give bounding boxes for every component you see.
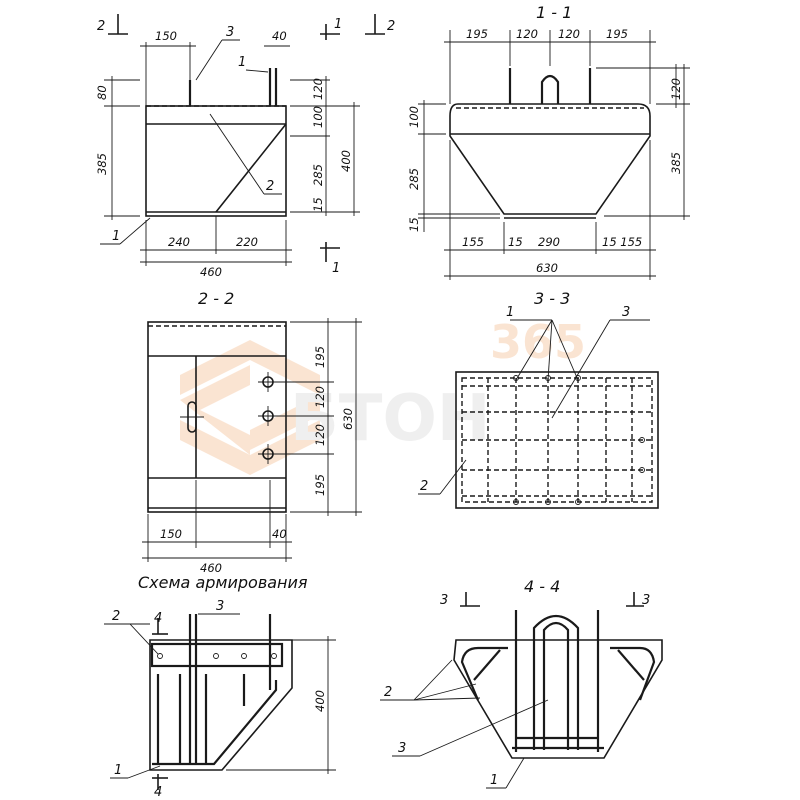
section-2-2-outline (147, 321, 287, 513)
section-4-4-outline (453, 639, 663, 759)
section-mark: 2 (387, 19, 395, 34)
section-title: 3 - 3 (534, 289, 570, 308)
callout-2: 2 (266, 179, 274, 194)
section-3-3-outline (455, 371, 659, 509)
callout-3: 3 (622, 305, 630, 320)
dim-label: 220 (236, 235, 258, 249)
dim-label: 195 (466, 27, 488, 41)
callout-3: 3 (226, 25, 234, 40)
section-title: 4 - 4 (524, 577, 560, 596)
dim-label: 100 (311, 106, 325, 128)
section-1-1-outline (449, 103, 651, 215)
dim-label: 385 (95, 153, 109, 175)
dim-label: 285 (311, 164, 325, 186)
section-mark: 1 (332, 261, 340, 276)
dim-label: 285 (407, 168, 421, 190)
section-mark: 3 (642, 593, 650, 608)
dim-label: 400 (313, 690, 327, 712)
dim-label: 460 (200, 561, 222, 575)
lifting-loop (532, 614, 580, 750)
dim-label: 120 (313, 386, 327, 408)
dim-label: 120 (313, 424, 327, 446)
section-mark: 2 (97, 19, 105, 34)
dim-label: 40 (272, 29, 287, 43)
callout-1: 1 (490, 773, 498, 788)
section-mark: 3 (440, 593, 448, 608)
bottom-bar (152, 680, 278, 766)
dim-label: 150 (160, 527, 182, 541)
dim-label: 150 (155, 29, 177, 43)
watermark: 365 БТОН (180, 315, 586, 475)
dim-label: 100 (407, 106, 421, 128)
watermark-logo-icon (180, 340, 320, 475)
front-view: 150 40 120 100 285 15 400 80 385 240 220… (95, 14, 395, 279)
section-4-4: 4 - 4 3 3 2 3 1 (380, 577, 663, 789)
callout-2: 2 (420, 479, 428, 494)
dim-label: 290 (538, 235, 560, 249)
dim-label: 15 (508, 235, 523, 249)
watermark-number: 365 (490, 315, 586, 369)
section-title: 1 - 1 (536, 3, 572, 22)
dim-label: 155 (462, 235, 484, 249)
dim-label: 120 (311, 78, 325, 100)
mesh-grid (462, 378, 652, 502)
watermark-brand: БТОН (290, 382, 490, 456)
callout-3: 3 (216, 599, 224, 614)
dim-label: 40 (272, 527, 287, 541)
callout-1: 1 (238, 55, 246, 70)
dim-label: 120 (516, 27, 538, 41)
dim-label: 120 (669, 78, 683, 100)
dim-label: 630 (536, 261, 558, 275)
bar-2 (473, 649, 501, 681)
reinforcement-scheme-title: Схема армирования (138, 573, 308, 592)
callout-3: 3 (398, 741, 406, 756)
section-2-2: 2 - 2 195 120 120 195 630 150 (142, 289, 362, 575)
bar-2 (617, 649, 645, 681)
scheme-outline (149, 639, 293, 771)
dim-label: 120 (558, 27, 580, 41)
top-mesh (150, 642, 284, 668)
dim-label: 385 (669, 152, 683, 174)
dim-label: 630 (341, 408, 355, 430)
reinforcement-scheme: 400 2 4 3 1 4 (104, 599, 336, 800)
section-1-1: 1 - 1 195 120 120 195 120 385 100 285 (407, 3, 690, 280)
dim-label: 15 155 (602, 235, 642, 249)
bar-2 (610, 646, 656, 701)
callout-1: 1 (114, 763, 122, 778)
section-title: 2 - 2 (198, 289, 234, 308)
dim-label: 195 (313, 346, 327, 368)
dim-label: 15 (407, 217, 421, 232)
callout-1: 1 (112, 229, 120, 244)
section-mark: 4 (154, 785, 162, 800)
dim-label: 460 (200, 265, 222, 279)
dim-label: 195 (313, 474, 327, 496)
dim-label: 195 (606, 27, 628, 41)
callout-2: 2 (384, 685, 392, 700)
lifting-loop (542, 621, 570, 750)
callout-2: 2 (112, 609, 120, 624)
section-mark: 1 (334, 17, 342, 32)
section-mark: 4 (154, 611, 162, 626)
dim-label: 15 (311, 197, 325, 212)
dim-label: 240 (168, 235, 190, 249)
callout-1: 1 (506, 305, 514, 320)
dim-label: 80 (95, 85, 109, 100)
dim-label: 400 (339, 150, 353, 172)
lifting-loop (540, 74, 560, 104)
bar-2 (460, 646, 508, 701)
section-3-3: 3 - 3 1 3 2 (418, 289, 659, 509)
